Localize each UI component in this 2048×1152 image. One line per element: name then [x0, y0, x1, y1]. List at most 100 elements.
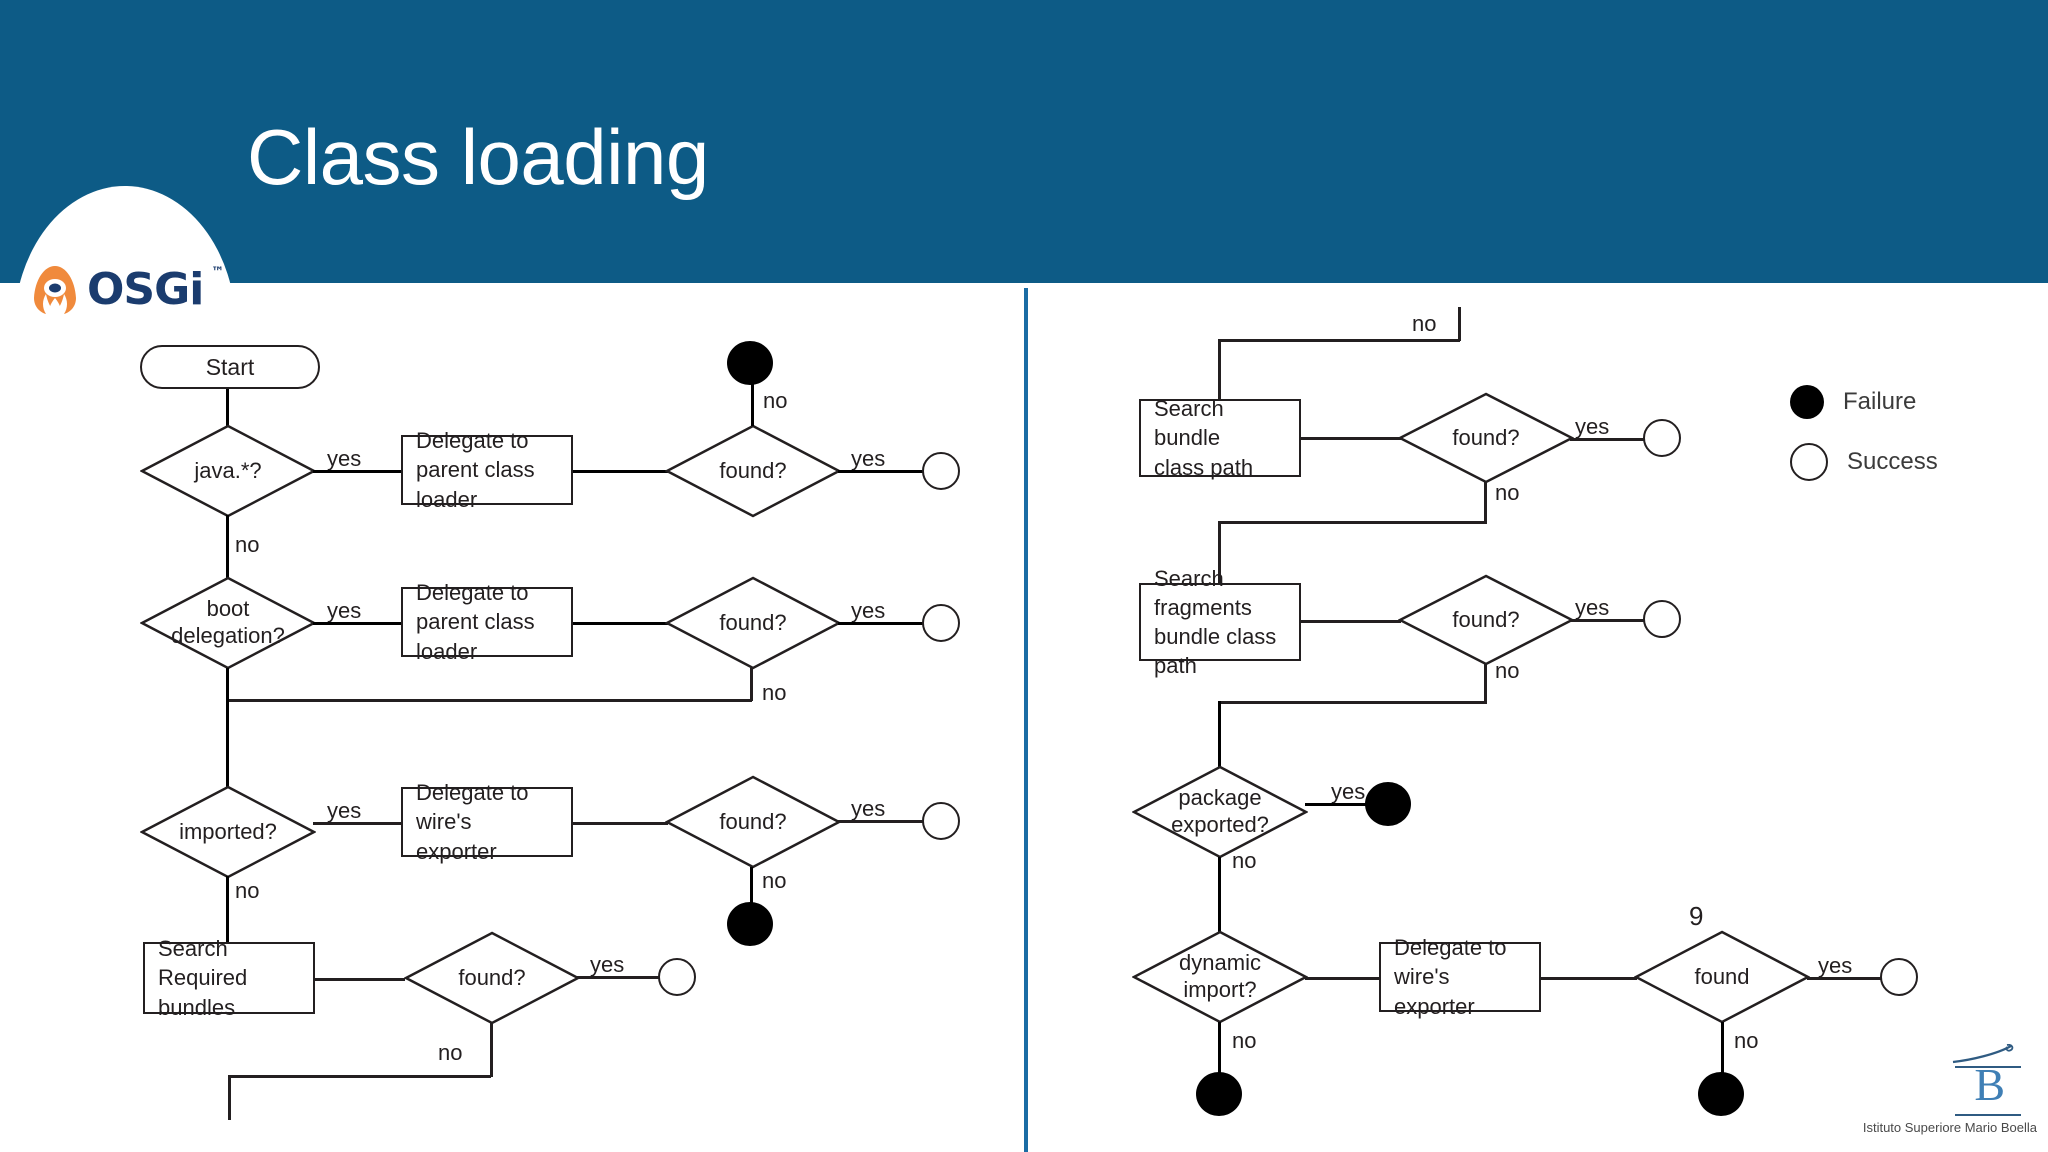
panel-divider	[1024, 288, 1028, 1152]
osgi-logo-text: OSGi ™	[87, 266, 224, 312]
ismb-rule-bottom	[1955, 1114, 2021, 1116]
node-search-fragments-label-line2: bundle class path	[1154, 624, 1277, 679]
title-banner	[0, 0, 2048, 283]
legend-item-success-label: Success	[1847, 448, 1938, 475]
node-delegate-parent-1: Delegate to parent class loader	[401, 428, 573, 512]
node-boot-delegation-label: boot delegation?	[171, 596, 285, 650]
edge-package-to-failure	[1305, 803, 1369, 806]
node-search-fragments-class-path: Search fragments bundle class path	[1139, 566, 1301, 678]
node-search-required-bundles: Search Required bundles	[143, 936, 315, 1020]
node-success-1	[922, 452, 960, 490]
edge-found7-to-failure	[1721, 1022, 1724, 1084]
edge-label-found6-no: no	[1495, 658, 1520, 683]
edge-found2-no-down	[750, 668, 753, 701]
node-failure-3	[1365, 782, 1411, 826]
page-title: Class loading	[247, 113, 709, 201]
node-package-exported: package exported?	[1132, 765, 1308, 859]
node-found-2-label: found?	[719, 609, 787, 635]
edge-label-found4-yes: yes	[590, 952, 625, 977]
ismb-caption: Istituto Superiore Mario Boella	[1862, 1120, 2037, 1135]
node-found-1: found?	[665, 424, 841, 518]
edge-label-found5-no: no	[1495, 480, 1520, 505]
edge-dynamic-to-delegate4	[1305, 977, 1380, 980]
edge-incoming-no-stub	[1458, 307, 1461, 341]
node-boot-delegation-line1: boot	[206, 596, 250, 622]
node-delegate-wire-1-label-line1: Delegate to	[416, 780, 529, 806]
edge-imported-to-search-required	[226, 876, 229, 942]
edge-label-imported-no: no	[235, 878, 260, 903]
edge-label-found1-no: no	[763, 388, 788, 413]
ismb-logo-letter: B	[1974, 1059, 2005, 1110]
node-success-5	[1643, 419, 1681, 457]
edge-search-bundle-to-found5	[1301, 437, 1401, 440]
edge-found5-to-success	[1570, 438, 1648, 441]
node-delegate-wire-1-label-line2: wire's exporter	[416, 809, 497, 864]
edge-label-imported-yes: yes	[327, 798, 362, 823]
node-package-exported-label: package exported?	[1171, 785, 1269, 839]
node-search-fragments-label-line1: Search fragments	[1154, 565, 1252, 620]
node-success-2	[922, 604, 960, 642]
edge-java-to-delegate1	[313, 470, 401, 473]
node-dynamic-import: dynamic import?	[1132, 930, 1308, 1024]
node-failure-5	[1698, 1072, 1744, 1116]
node-imported-label: imported?	[179, 818, 277, 844]
node-found-5: found?	[1398, 392, 1574, 484]
edge-search-fragments-to-found6	[1301, 620, 1401, 623]
edge-delegate2-to-found2	[573, 622, 668, 625]
node-delegate-wire-2-label-line1: Delegate to	[1394, 935, 1507, 961]
node-success-3	[922, 802, 960, 840]
node-found-1-label: found?	[719, 457, 787, 483]
node-found-6-label: found?	[1452, 606, 1520, 632]
edge-found5-no-down	[1484, 482, 1487, 524]
node-imported: imported?	[140, 785, 316, 879]
osgi-wordmark: OSGi	[87, 264, 204, 315]
node-start: Start	[140, 345, 320, 389]
node-failure-2	[727, 902, 773, 946]
edge-java-to-boot	[226, 515, 229, 601]
edge-found6-to-success	[1570, 619, 1648, 622]
node-failure-1	[727, 341, 773, 385]
node-dynamic-import-line2: import?	[1183, 977, 1257, 1002]
node-found-3: found?	[665, 775, 841, 869]
trademark-icon: ™	[211, 265, 224, 280]
edge-found7-to-success	[1807, 977, 1887, 980]
legend: Failure Success	[1790, 372, 2020, 492]
node-delegate-parent-2-label-line1: Delegate to	[416, 580, 529, 606]
ismb-rule-top	[1955, 1066, 2021, 1068]
ismb-logo: B Istituto Superiore Mario Boella	[1856, 1040, 2041, 1140]
node-search-bundle-label-line2: class path	[1154, 454, 1254, 480]
edge-label-incoming-no: no	[1412, 311, 1437, 336]
node-search-required-label-line1: Search Required	[158, 936, 248, 991]
node-success-7	[1880, 958, 1918, 996]
filled-circle-icon	[1790, 385, 1824, 419]
edge-label-found2-no: no	[762, 680, 787, 705]
edge-label-boot-yes: yes	[327, 598, 362, 623]
node-success-4	[658, 958, 696, 996]
edge-label-package-yes: yes	[1331, 779, 1366, 804]
osgi-mark-icon	[30, 264, 80, 316]
node-delegate-wire-2-label-line2: wire's exporter	[1394, 964, 1475, 1019]
osgi-logo: OSGi ™	[30, 255, 230, 325]
node-failure-4	[1196, 1072, 1242, 1116]
node-found-2: found?	[665, 576, 841, 670]
edge-incoming-no-left	[1218, 339, 1460, 342]
edge-found2-to-success	[838, 622, 926, 625]
node-delegate-parent-1-label-line1: Delegate to	[416, 428, 529, 454]
node-success-6	[1643, 600, 1681, 638]
edge-found6-no-down	[1484, 664, 1487, 704]
edge-label-found3-no: no	[762, 868, 787, 893]
node-delegate-wire-1: Delegate to wire's exporter	[401, 780, 573, 864]
edge-boot-to-imported	[226, 668, 229, 816]
edge-label-found4-no: no	[438, 1040, 463, 1065]
edge-found5-no-left	[1218, 521, 1486, 524]
edge-package-to-dynamic	[1218, 857, 1221, 937]
legend-item-failure-label: Failure	[1843, 388, 1917, 415]
edge-label-found6-yes: yes	[1575, 595, 1610, 620]
annotation-9: 9	[1689, 901, 1704, 931]
edge-search-required-to-found4	[315, 978, 405, 981]
edge-label-found2-yes: yes	[851, 598, 886, 623]
edge-start-to-java	[226, 389, 229, 451]
node-found-4: found?	[404, 931, 580, 1025]
node-dynamic-import-label: dynamic import?	[1179, 950, 1261, 1004]
edge-boot-to-delegate2	[313, 622, 401, 625]
